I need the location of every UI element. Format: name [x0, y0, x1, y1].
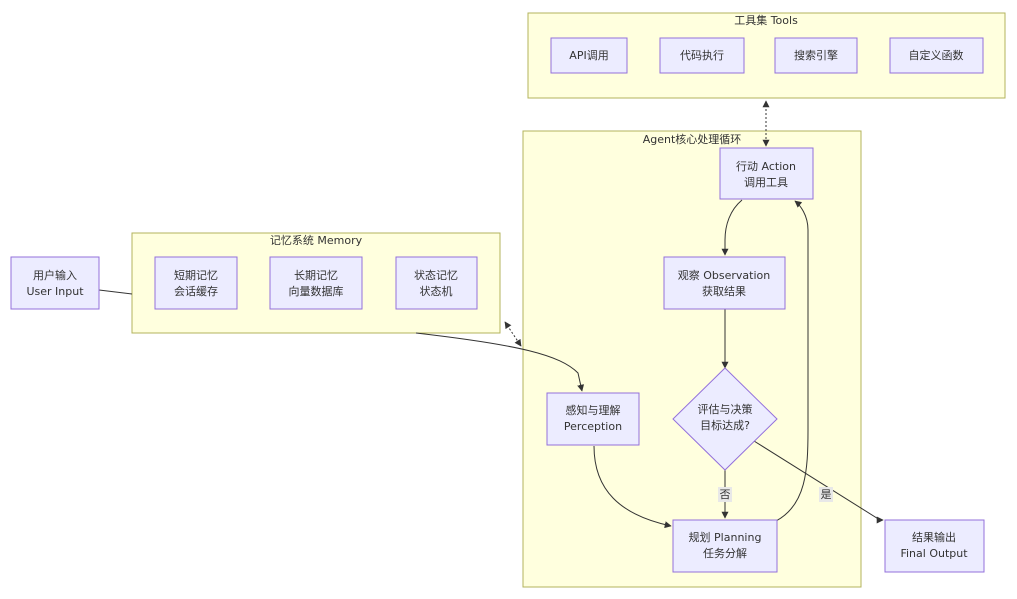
- edge-label-yes-text: 是: [821, 488, 832, 501]
- edge-perception-to-planning: [593, 445, 672, 529]
- node-code-exec[interactable]: 代码执行: [659, 37, 745, 74]
- edge-label-no: 否: [718, 487, 732, 502]
- node-short-term-memory-box[interactable]: [154, 256, 238, 310]
- node-api-call-box[interactable]: [550, 37, 628, 74]
- node-state-memory-line1: 状态记忆: [414, 268, 458, 282]
- node-short-term-memory-line1: 短期记忆: [174, 268, 218, 282]
- node-observation[interactable]: 观察 Observation 获取结果: [663, 256, 786, 310]
- node-api-call[interactable]: API调用: [550, 37, 628, 74]
- edges: [98, 100, 884, 529]
- node-code-exec-line1: 代码执行: [680, 48, 724, 62]
- node-final-output-box[interactable]: [884, 519, 985, 573]
- node-action-line1: 行动 Action: [736, 160, 796, 173]
- node-custom-func[interactable]: 自定义函数: [889, 37, 984, 74]
- node-final-output[interactable]: 结果输出 Final Output: [884, 519, 985, 573]
- edge-planning-to-action: [775, 200, 809, 522]
- node-planning-line2: 任务分解: [703, 546, 747, 560]
- node-short-term-memory[interactable]: 短期记忆 会话缓存: [154, 256, 238, 310]
- edge-user-input-to-memory: [98, 289, 133, 295]
- node-evaluate-line2: 目标达成?: [700, 418, 750, 432]
- edge-label-yes: 是: [819, 487, 833, 502]
- node-evaluate-diamond[interactable]: [672, 367, 778, 471]
- node-state-memory-line2: 状态机: [420, 284, 453, 298]
- cluster-memory-title: 记忆系统 Memory: [270, 234, 363, 247]
- node-long-term-memory-line1: 长期记忆: [294, 269, 338, 282]
- node-evaluate[interactable]: 评估与决策 目标达成?: [672, 367, 778, 471]
- node-observation-box[interactable]: [663, 256, 786, 310]
- node-observation-line1: 观察 Observation: [678, 268, 771, 282]
- node-perception-line2: Perception: [564, 420, 622, 433]
- edge-label-no-bg: [718, 487, 732, 502]
- node-search-engine[interactable]: 搜索引擎: [774, 37, 858, 74]
- cluster-tools-title: 工具集 Tools: [734, 13, 798, 27]
- edge-action-to-observation: [721, 199, 743, 256]
- node-long-term-memory[interactable]: 长期记忆 向量数据库: [269, 256, 363, 310]
- edge-memory-agent-dotted: [504, 321, 522, 347]
- node-planning-line1: 规划 Planning: [689, 530, 762, 544]
- node-final-output-line2: Final Output: [900, 547, 968, 560]
- node-planning-box[interactable]: [672, 519, 778, 573]
- node-search-engine-box[interactable]: [774, 37, 858, 74]
- edge-label-yes-bg: [819, 487, 833, 502]
- cluster-agent-core: Agent核心处理循环: [522, 130, 862, 588]
- edge-evaluate-to-output-yes: [753, 440, 884, 524]
- node-perception-line1: 感知与理解: [566, 403, 621, 417]
- node-perception-box[interactable]: [546, 392, 640, 446]
- node-search-engine-line1: 搜索引擎: [794, 48, 838, 62]
- node-code-exec-box[interactable]: [659, 37, 745, 74]
- node-state-memory-box[interactable]: [395, 256, 478, 310]
- node-observation-line2: 获取结果: [702, 285, 746, 298]
- node-planning[interactable]: 规划 Planning 任务分解: [672, 519, 778, 573]
- node-user-input-line2: User Input: [26, 285, 84, 298]
- node-perception[interactable]: 感知与理解 Perception: [546, 392, 640, 446]
- node-user-input-line1: 用户输入: [33, 268, 77, 282]
- node-action-line2: 调用工具: [744, 176, 788, 189]
- node-long-term-memory-box[interactable]: [269, 256, 363, 310]
- node-custom-func-box[interactable]: [889, 37, 984, 74]
- node-evaluate-line1: 评估与决策: [698, 402, 753, 416]
- node-user-input-box[interactable]: [10, 256, 100, 310]
- node-user-input[interactable]: 用户输入 User Input: [10, 256, 100, 310]
- node-custom-func-line1: 自定义函数: [909, 48, 964, 62]
- node-action-box[interactable]: [719, 147, 814, 200]
- node-action[interactable]: 行动 Action 调用工具: [719, 147, 814, 200]
- node-final-output-line1: 结果输出: [912, 530, 956, 544]
- node-state-memory[interactable]: 状态记忆 状态机: [395, 256, 478, 310]
- edge-memory-to-perception: [415, 332, 585, 392]
- cluster-agent-core-title: Agent核心处理循环: [643, 132, 742, 146]
- node-short-term-memory-line2: 会话缓存: [174, 284, 218, 298]
- cluster-agent-core-box: [522, 130, 862, 588]
- node-long-term-memory-line2: 向量数据库: [289, 284, 344, 298]
- node-api-call-line1: API调用: [569, 49, 608, 62]
- edge-label-no-text: 否: [720, 488, 731, 501]
